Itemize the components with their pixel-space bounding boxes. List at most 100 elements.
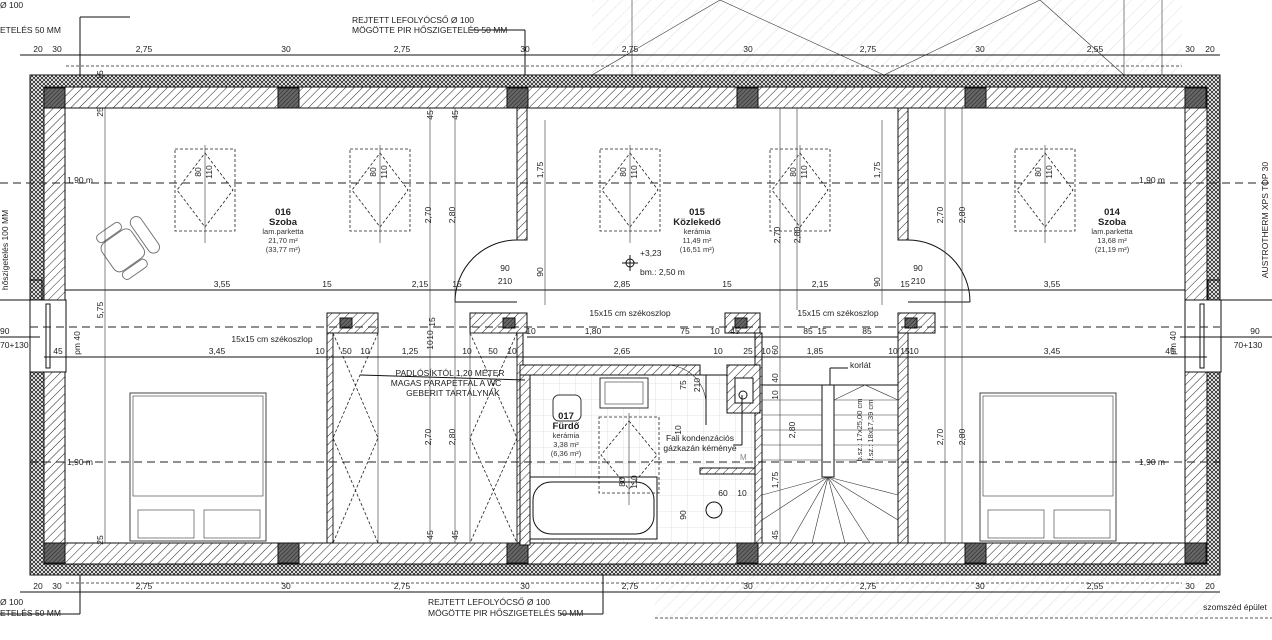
- door-height: 210: [911, 276, 925, 286]
- dim-label: 2,55: [1087, 581, 1104, 591]
- room-gross-area: (33,77 m²): [266, 245, 301, 254]
- dim-label: 2,85: [614, 279, 631, 289]
- roof-window: [1014, 145, 1076, 243]
- roof-window: [349, 145, 411, 243]
- column: [506, 87, 529, 109]
- structural-columns: [43, 87, 1207, 564]
- dim-label: 10: [713, 346, 723, 356]
- column-note: 15x15 cm székoszlop: [797, 308, 879, 318]
- room-number: 016: [275, 207, 291, 218]
- skylight-dim: 110: [1044, 165, 1054, 179]
- dim-label: 30: [520, 581, 530, 591]
- room-number: 014: [1104, 207, 1121, 218]
- dim-label: 20: [33, 44, 43, 54]
- insulation-note: hőszigetelés 100 MM: [0, 210, 10, 290]
- roof-window: [598, 413, 660, 505]
- roof-window: [599, 145, 661, 243]
- dim-label: 15: [427, 317, 437, 327]
- dim-label: 50: [342, 346, 352, 356]
- small-washbasin: [705, 501, 723, 519]
- dim-label: 25: [743, 346, 753, 356]
- parapet-note: MAGAS PARAPETFAL A WC: [391, 378, 502, 388]
- wardrobe-right: [469, 332, 518, 544]
- room-name: Szoba: [1098, 217, 1127, 228]
- dim-label: 15: [452, 279, 462, 289]
- column: [964, 542, 987, 564]
- dim-label: 30: [1185, 581, 1195, 591]
- dim-label: 10: [761, 346, 771, 356]
- chimney-note: Fali kondenzációs: [666, 433, 734, 443]
- neighbour-note: szomszéd épület: [1203, 602, 1267, 612]
- dim-label: 30: [743, 44, 753, 54]
- window-size: 70+130: [1234, 340, 1263, 350]
- dim-label: 45: [425, 110, 435, 120]
- room-name: Közlekedő: [673, 217, 721, 228]
- dim-label: 3,55: [214, 279, 231, 289]
- window-size: 90: [0, 326, 10, 336]
- level-mark: +3,23: [640, 248, 662, 258]
- dimension-lines: [0, 16, 1272, 615]
- dim-label: 2,55: [1087, 44, 1104, 54]
- dim-label: 30: [975, 44, 985, 54]
- dim-label: 3,55: [1044, 279, 1061, 289]
- dim-label: 2,80: [957, 206, 967, 223]
- window-size: 70+130: [0, 340, 29, 350]
- dim-label: 45: [53, 346, 63, 356]
- staircase: [761, 384, 899, 544]
- door-width: 75: [678, 380, 688, 390]
- dim-label: 1,75: [535, 161, 545, 178]
- dim-label: 40: [770, 373, 780, 383]
- dim-label: 2,75: [136, 44, 153, 54]
- washbasin: [599, 377, 649, 409]
- dim-label: 2,75: [136, 581, 153, 591]
- room-name: Fürdő: [553, 421, 580, 432]
- dim-label: 2,75: [394, 581, 411, 591]
- parapet-note: GEBERIT TARTÁLYNAK: [406, 388, 500, 398]
- dim-label: 90: [872, 277, 882, 287]
- bed-right: [979, 392, 1117, 542]
- chimney-note: gázkazán kéménye: [663, 443, 737, 453]
- dim-label: 30: [975, 581, 985, 591]
- column: [506, 542, 529, 564]
- dim-label: 2,65: [614, 346, 631, 356]
- dim-label: 2,75: [622, 44, 639, 54]
- skylight-dim: 110: [629, 165, 639, 179]
- skylight-dim: 80: [618, 167, 628, 177]
- dim-label: 60: [770, 345, 780, 355]
- roof-windows: [174, 145, 1076, 505]
- bath-dim: 10: [673, 425, 683, 435]
- dim-label: 45: [450, 530, 460, 540]
- dim-label: 10: [425, 330, 435, 340]
- partition-wall: [516, 107, 528, 241]
- dim-label: 45: [450, 110, 460, 120]
- dim-label: 10: [507, 346, 517, 356]
- dim-label: 10: [770, 390, 780, 400]
- dim-label: 2,15: [812, 279, 829, 289]
- dim-label: 15: [817, 326, 827, 336]
- drain-note: ETELÉS 50 MM: [0, 25, 61, 35]
- neighbour-building-area: [591, 0, 1272, 620]
- dim-label: 10: [888, 346, 898, 356]
- dim-label: 1,85: [807, 346, 824, 356]
- timber-post: [502, 317, 516, 329]
- dim-label: 2,75: [622, 581, 639, 591]
- dim-label: 2,80: [792, 226, 802, 243]
- partition-wall: [469, 312, 528, 334]
- room-gross-area: (16,51 m²): [680, 245, 715, 254]
- dim-label: 3,45: [209, 346, 226, 356]
- dim-label: 20: [1205, 581, 1215, 591]
- railing-note: korlát: [850, 360, 871, 370]
- room-area: 11,49 m²: [682, 236, 712, 245]
- drain-note: REJTETT LEFOLYÓCSŐ Ø 100: [352, 15, 474, 25]
- skylight-dim: 80: [193, 167, 203, 177]
- dim-label: 10: [315, 346, 325, 356]
- drain-note: ETELÉS 50 MM: [0, 608, 61, 618]
- skylight-dim: 80: [788, 167, 798, 177]
- drain-note: REJTETT LEFOLYÓCSŐ Ø 100: [428, 597, 550, 607]
- dim-label: 2,70: [935, 428, 945, 445]
- room-floor: kerámia: [553, 431, 581, 440]
- dim-label: 10: [526, 326, 536, 336]
- dim-label: 20: [1205, 44, 1215, 54]
- window-size: 90: [1250, 326, 1260, 336]
- room-name: Szoba: [269, 217, 298, 228]
